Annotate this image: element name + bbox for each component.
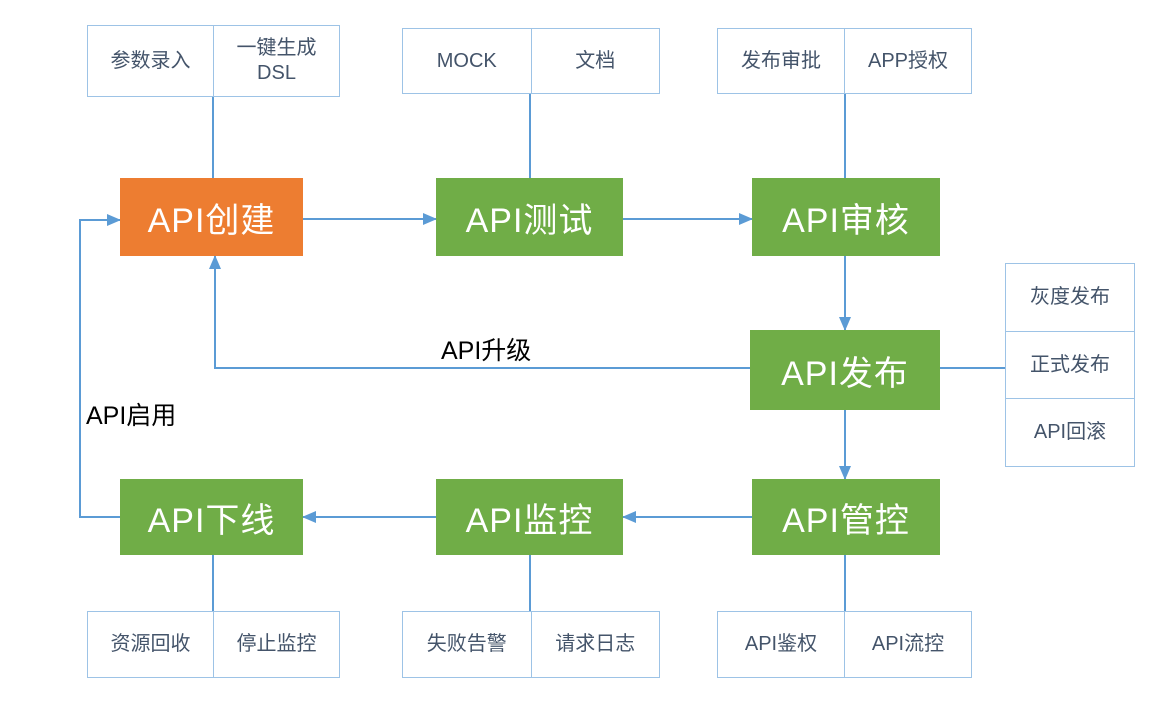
feature-cell-param-entry: 参数录入: [110, 49, 191, 72]
feature-cell-stop-monitor: 停止监控: [213, 612, 339, 677]
feature-cell-request-log: 请求日志: [530, 612, 660, 677]
feature-cell-fail-alert: 失败告警: [426, 633, 507, 655]
stage-api-test: API测试: [436, 178, 623, 256]
feature-group-create: 参数录入 一键生成DSL: [87, 25, 340, 97]
edge-label-api-enable: API启用: [86, 402, 177, 430]
feature-group-publish: 灰度发布 正式发布 API回滚: [1005, 263, 1135, 467]
feature-cell-api-authn: API鉴权: [744, 633, 818, 655]
feature-cell-api-rollback: API回滚: [1006, 398, 1134, 466]
feature-cell-formal-release: 正式发布: [1006, 330, 1134, 399]
stage-api-offline: API下线: [120, 479, 303, 555]
feature-cell-publish-approval: 发布审批: [741, 49, 821, 72]
stage-api-control: API管控: [752, 479, 940, 555]
edge-enable-loop-arrow: [79, 214, 121, 518]
stage-api-monitor: API监控: [436, 479, 623, 555]
feature-group-test: MOCK 文档: [402, 28, 660, 94]
feature-group-control: API鉴权 API流控: [717, 611, 972, 678]
feature-cell-mock: MOCK: [436, 49, 497, 72]
feature-cell-gray-release: 灰度发布: [1030, 285, 1110, 308]
stage-api-publish: API发布: [750, 330, 940, 410]
feature-cell-resource-recycle: 资源回收: [110, 633, 191, 655]
stage-api-create: API创建: [120, 178, 303, 256]
stage-api-review: API审核: [752, 178, 940, 256]
feature-group-offline: 资源回收 停止监控: [87, 611, 340, 678]
feature-group-monitor: 失败告警 请求日志: [402, 611, 660, 678]
feature-cell-doc: 文档: [530, 29, 660, 93]
edge-label-api-upgrade: API升级: [441, 337, 532, 365]
feature-cell-app-auth: APP授权: [844, 29, 971, 93]
feature-cell-onekey-dsl: 一键生成DSL: [213, 26, 339, 96]
feature-group-review: 发布审批 APP授权: [717, 28, 972, 94]
feature-cell-api-flow-control: API流控: [844, 612, 971, 677]
